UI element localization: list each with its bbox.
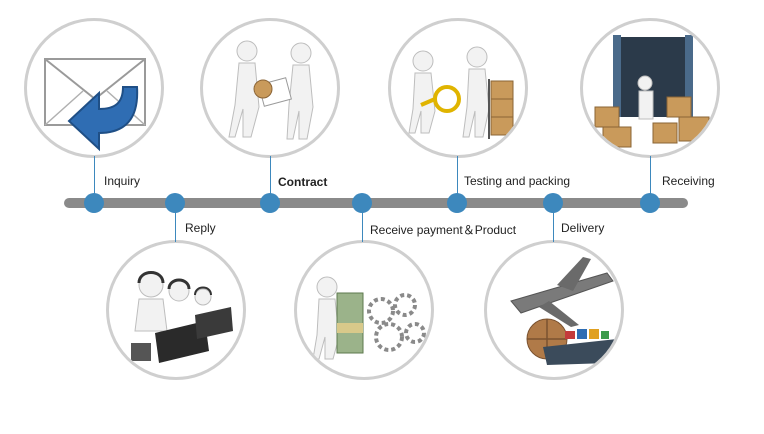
step-label-delivery: Delivery <box>561 221 605 235</box>
step-image-inquiry <box>24 18 164 158</box>
step-label-inquiry: Inquiry <box>104 174 141 188</box>
step-label-testing-packing: Testing and packing <box>464 174 571 188</box>
timeline-node-receiving <box>640 193 660 213</box>
connector-reply <box>175 212 176 242</box>
contract-handshake-icon <box>228 40 314 140</box>
money-gears-icon <box>312 276 426 360</box>
step-label-receiving: Receiving <box>662 174 715 188</box>
timeline-node-reply <box>165 193 185 213</box>
timeline-node-testing-packing <box>447 193 467 213</box>
step-image-receiving <box>580 18 720 158</box>
timeline-node-contract <box>260 193 280 213</box>
connector-testing-packing <box>457 156 458 196</box>
step-image-receive-payment <box>294 240 434 380</box>
step-image-contract <box>200 18 340 158</box>
plane-ship-globe-icon <box>510 257 617 365</box>
timeline-node-delivery <box>543 193 563 213</box>
step-label-receive-payment: Receive payment＆Product <box>370 223 517 237</box>
timeline-bar <box>64 198 688 208</box>
envelope-reply-icon <box>44 58 146 152</box>
connector-delivery <box>553 212 554 242</box>
connector-contract <box>270 156 271 196</box>
step-image-delivery <box>484 240 624 380</box>
step-label-reply: Reply <box>185 221 216 235</box>
step-image-testing-packing <box>388 18 528 158</box>
container-boxes-icon <box>594 35 710 148</box>
connector-receiving <box>650 156 651 196</box>
connector-receive-payment <box>362 212 363 242</box>
connector-inquiry <box>94 156 95 196</box>
timeline-node-receive-payment <box>352 193 372 213</box>
step-image-reply <box>106 240 246 380</box>
timeline-node-inquiry <box>84 193 104 213</box>
inspection-packing-icon <box>408 46 514 139</box>
step-label-contract: Contract <box>278 175 328 189</box>
call-center-icon <box>131 271 233 363</box>
